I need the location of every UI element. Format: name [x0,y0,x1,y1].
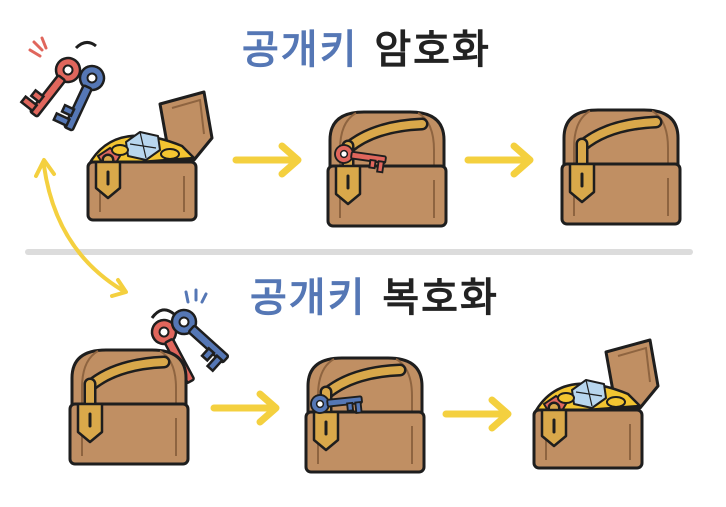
locked-chest-icon [328,112,446,226]
closed-chest-icon [562,110,680,224]
decryption-title: 공개키 복호화 [250,278,499,318]
title-operation-word: 암호화 [374,27,491,73]
right-arrow-icon [468,146,530,174]
title-operation-word: 복호화 [382,275,499,321]
right-arrow-icon [236,146,298,174]
title-key-word: 공개키 [250,275,367,321]
encryption-title: 공개키 암호화 [242,30,491,70]
key-pair-icon [18,36,110,136]
open-chest-icon [88,92,212,220]
key-pair-icon [142,288,235,391]
title-key-word: 공개키 [242,27,359,73]
right-arrow-icon [214,394,276,422]
double-arrow-icon [34,158,128,298]
right-arrow-icon [446,400,508,428]
closed-chest-icon [70,350,188,464]
locked-chest-icon [306,358,424,472]
open-chest-icon [534,340,658,468]
